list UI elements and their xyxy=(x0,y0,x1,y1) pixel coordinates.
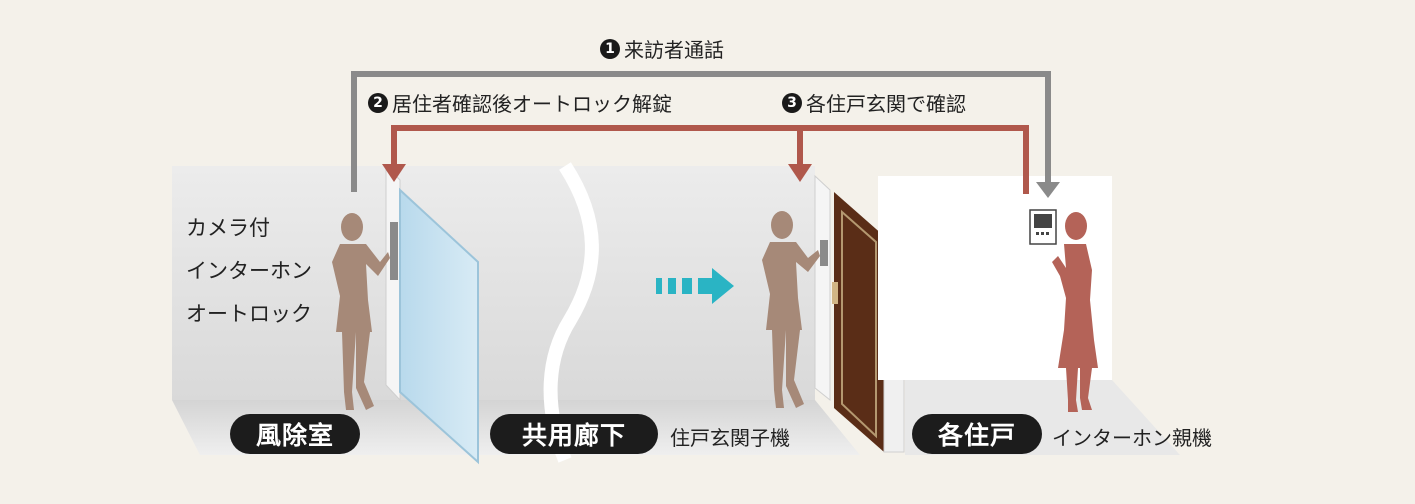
step-2-label: 2 居住者確認後オートロック解錠 xyxy=(368,88,672,117)
entrance-unit-label: 住戸玄関子機 xyxy=(670,426,790,450)
step-2-text: 居住者確認後オートロック解錠 xyxy=(392,92,672,116)
step-1-label: 1 来訪者通話 xyxy=(600,34,724,63)
feature-intercom: インターホン xyxy=(186,259,312,283)
vestibule-door xyxy=(385,164,479,465)
step-3-label: 3 各住戸玄関で確認 xyxy=(782,88,966,117)
step-3-text: 各住戸玄関で確認 xyxy=(806,92,966,116)
call-arrow xyxy=(351,71,1060,198)
dashed-right-arrow-icon xyxy=(656,268,734,304)
visitor-silhouette-vestibule xyxy=(332,213,390,410)
step-3-number: 3 xyxy=(782,92,802,113)
intercom-monitor-icon xyxy=(1029,209,1057,245)
corridor-break xyxy=(543,162,599,463)
step-1-text: 来訪者通話 xyxy=(624,38,724,62)
resident-silhouette xyxy=(1052,212,1098,412)
step-2-number: 2 xyxy=(368,92,388,113)
visitor-silhouette-corridor xyxy=(762,211,820,408)
area-label-corridor: 共用廊下 xyxy=(490,414,658,454)
feature-camera: カメラ付 xyxy=(186,216,270,240)
unlock-arrow xyxy=(382,125,1029,194)
area-label-unit: 各住戸 xyxy=(912,414,1042,454)
feature-autolock: オートロック xyxy=(186,302,312,326)
unit-room xyxy=(878,176,1180,455)
master-unit-label: インターホン親機 xyxy=(1052,426,1212,450)
step-1-number: 1 xyxy=(600,38,620,59)
area-label-vestibule: 風除室 xyxy=(230,414,360,454)
